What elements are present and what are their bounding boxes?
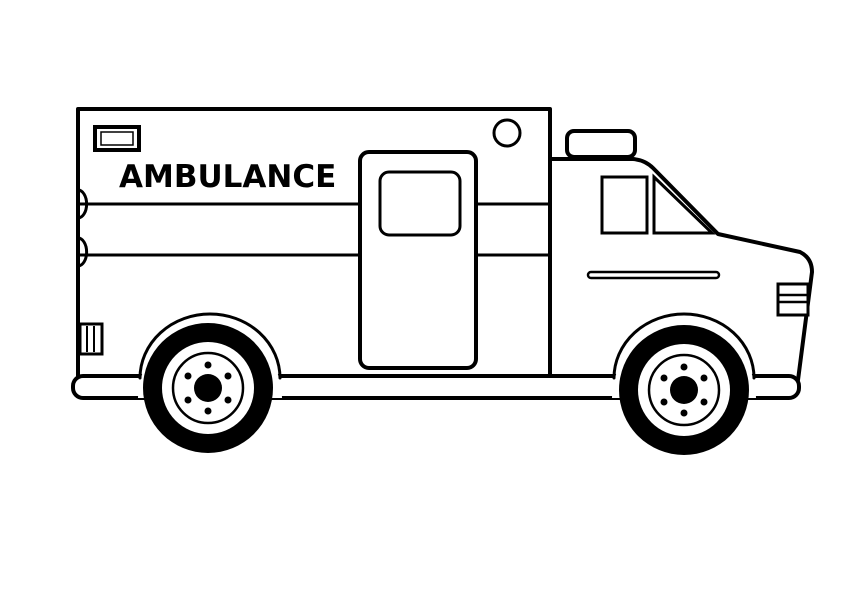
side-door: [358, 150, 478, 370]
rear-wheel: [143, 323, 273, 453]
patient-compartment: [76, 107, 552, 381]
ambulance-label: AMBULANCE: [119, 159, 336, 195]
roof-light-bar: [565, 129, 637, 159]
round-light-icon: [492, 118, 522, 148]
headlight: [776, 282, 810, 317]
box-body: [76, 107, 552, 381]
cab-window: [600, 175, 649, 235]
front-wheel: [619, 325, 749, 455]
rear-light-upper: [76, 188, 89, 220]
tail-light: [78, 322, 104, 356]
windshield: [652, 173, 716, 235]
door-trim: [586, 270, 721, 280]
door-window: [378, 170, 462, 237]
cab: [548, 129, 814, 382]
rear-light-lower: [76, 236, 89, 268]
